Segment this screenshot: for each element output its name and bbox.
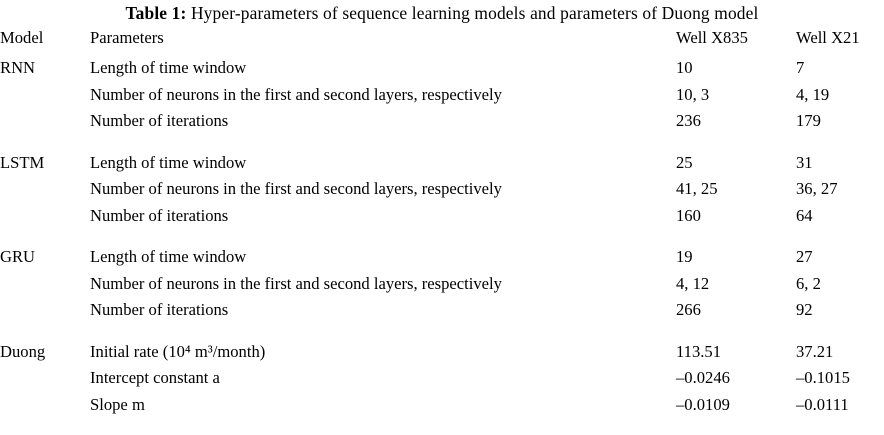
- row-value-well-x21: –0.0111: [796, 394, 849, 414]
- bottom-rule: [0, 426, 90, 435]
- table-row: Number of neurons in the first and secon…: [0, 176, 884, 203]
- bottom-rule: [796, 426, 884, 435]
- table-row: Number of iterations 266 92: [0, 297, 884, 332]
- row-parameter: Number of iterations: [90, 300, 229, 319]
- table-row: LSTM Length of time window 25 31: [0, 143, 884, 177]
- row-value-well-x21: 4, 19: [796, 84, 830, 104]
- hyperparameters-table: Model Parameters Well X835 Well X21 RNN …: [0, 28, 884, 435]
- column-header-parameters: Parameters: [90, 28, 164, 47]
- column-header-model: Model: [0, 28, 44, 47]
- table-row: RNN Length of time window 10 7: [0, 48, 884, 82]
- caption-text: Hyper-parameters of sequence learning mo…: [190, 3, 759, 23]
- row-value-well-x21: 64: [796, 205, 813, 225]
- row-parameter: Length of time window: [90, 58, 247, 77]
- row-value-well-x835: 236: [676, 111, 701, 130]
- row-model-duong: Duong: [0, 341, 46, 361]
- table-row: Number of neurons in the first and secon…: [0, 82, 884, 109]
- row-value-well-x21: 92: [796, 300, 813, 319]
- row-value-well-x21: 31: [796, 152, 813, 172]
- row-value-well-x21: 179: [796, 111, 821, 130]
- bottom-rule: [676, 426, 796, 435]
- table-row: Number of iterations 236 179: [0, 108, 884, 143]
- row-parameter: Number of neurons in the first and secon…: [90, 179, 502, 198]
- row-parameter: Intercept constant a: [90, 368, 220, 387]
- row-model-rnn: RNN: [0, 58, 36, 77]
- row-parameter: Number of iterations: [90, 205, 229, 225]
- row-parameter: Slope m: [90, 394, 145, 414]
- row-value-well-x21: 7: [796, 58, 805, 77]
- table-row: Number of neurons in the first and secon…: [0, 271, 884, 298]
- row-value-well-x835: 113.51: [676, 341, 722, 361]
- row-value-well-x21: –0.1015: [796, 368, 850, 387]
- row-value-well-x835: 41, 25: [676, 179, 718, 198]
- row-value-well-x835: 19: [676, 247, 693, 266]
- column-header-well-x835: Well X835: [676, 28, 748, 47]
- row-value-well-x835: –0.0109: [676, 394, 730, 414]
- table-caption: Table 1: Hyper-parameters of sequence le…: [0, 1, 884, 25]
- row-value-well-x835: –0.0246: [676, 368, 730, 387]
- table-row: Duong Initial rate (10⁴ m³/month) 113.51…: [0, 332, 884, 366]
- table-header-row: Model Parameters Well X835 Well X21: [0, 28, 884, 48]
- table-row: Number of iterations 160 64: [0, 203, 884, 238]
- row-value-well-x835: 10: [676, 58, 693, 77]
- row-parameter: Length of time window: [90, 247, 247, 266]
- table-bottom-rule-row: [0, 426, 884, 435]
- row-value-well-x21: 37.21: [796, 341, 834, 361]
- row-model-lstm: LSTM: [0, 152, 45, 172]
- table-figure: Table 1: Hyper-parameters of sequence le…: [0, 1, 884, 414]
- column-header-well-x21: Well X21: [796, 28, 860, 47]
- bottom-rule: [90, 426, 676, 435]
- table-body: RNN Length of time window 10 7 Number of…: [0, 48, 884, 435]
- row-parameter: Number of neurons in the first and secon…: [90, 84, 502, 104]
- row-parameter: Initial rate (10⁴ m³/month): [90, 341, 266, 361]
- table-row: Slope m –0.0109 –0.0111: [0, 392, 884, 427]
- row-parameter: Number of neurons in the first and secon…: [90, 273, 502, 293]
- row-value-well-x835: 10, 3: [676, 84, 710, 104]
- row-value-well-x835: 4, 12: [676, 273, 710, 293]
- table-row: Intercept constant a –0.0246 –0.1015: [0, 365, 884, 392]
- row-value-well-x21: 6, 2: [796, 273, 821, 293]
- row-value-well-x835: 160: [676, 205, 701, 225]
- row-parameter: Length of time window: [90, 152, 247, 172]
- row-value-well-x21: 27: [796, 247, 813, 266]
- row-value-well-x21: 36, 27: [796, 179, 838, 198]
- row-parameter: Number of iterations: [90, 111, 229, 130]
- row-value-well-x835: 25: [676, 152, 693, 172]
- table-row: GRU Length of time window 19 27: [0, 237, 884, 271]
- row-model-gru: GRU: [0, 247, 36, 266]
- row-value-well-x835: 266: [676, 300, 701, 319]
- caption-label: Table 1:: [125, 3, 187, 23]
